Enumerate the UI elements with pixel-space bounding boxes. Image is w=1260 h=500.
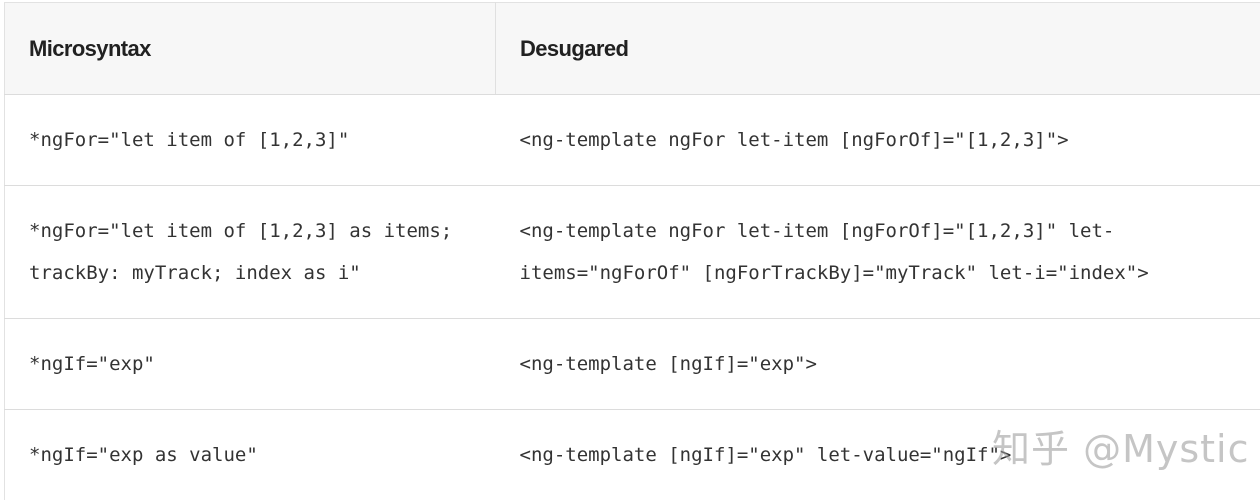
table-row: *ngIf="exp as value" <ng-template [ngIf]… bbox=[4, 409, 1260, 500]
table-row: *ngIf="exp" <ng-template [ngIf]="exp"> bbox=[4, 318, 1260, 410]
table-header-row: Microsyntax Desugared bbox=[4, 2, 1260, 95]
header-desugared: Desugared bbox=[495, 2, 1260, 95]
desugared-cell: <ng-template [ngIf]="exp"> bbox=[495, 318, 1260, 410]
microsyntax-table: Microsyntax Desugared *ngFor="let item o… bbox=[4, 2, 1260, 500]
microsyntax-line: trackBy: myTrack; index as i" bbox=[29, 262, 361, 284]
table-row: *ngFor="let item of [1,2,3]" <ng-templat… bbox=[4, 94, 1260, 186]
table-row: *ngFor="let item of [1,2,3] as items; tra… bbox=[4, 185, 1260, 319]
desugared-line: <ng-template ngFor let-item [ngForOf]="[… bbox=[519, 220, 1115, 242]
microsyntax-cell: *ngIf="exp" bbox=[4, 318, 496, 410]
microsyntax-cell: *ngFor="let item of [1,2,3]" bbox=[4, 94, 496, 186]
header-microsyntax: Microsyntax bbox=[4, 2, 496, 95]
microsyntax-line: *ngFor="let item of [1,2,3] as items; bbox=[29, 220, 453, 242]
desugared-cell: <ng-template ngFor let-item [ngForOf]="[… bbox=[495, 185, 1260, 319]
microsyntax-cell: *ngIf="exp as value" bbox=[4, 409, 496, 500]
desugared-cell: <ng-template [ngIf]="exp" let-value="ngI… bbox=[495, 409, 1260, 500]
desugared-cell: <ng-template ngFor let-item [ngForOf]="[… bbox=[495, 94, 1260, 186]
microsyntax-cell: *ngFor="let item of [1,2,3] as items; tra… bbox=[4, 185, 496, 319]
desugared-line: items="ngForOf" [ngForTrackBy]="myTrack"… bbox=[519, 262, 1149, 284]
